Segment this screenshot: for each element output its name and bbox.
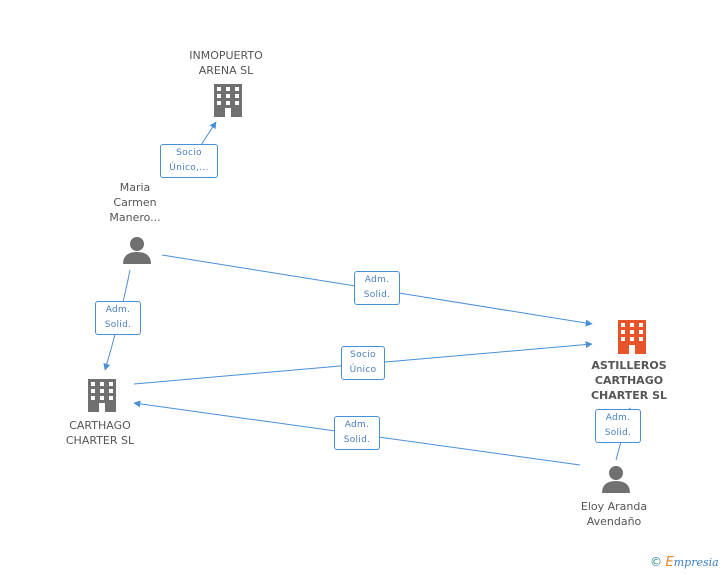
copyright-symbol: © [650, 555, 662, 569]
edge-label-maria-inmopuerto[interactable]: Socio Único,... [160, 144, 218, 178]
edge-label-maria-astilleros[interactable]: Adm. Solid. [354, 271, 400, 305]
person-icon [602, 466, 630, 493]
brand-logo-initial: E [665, 555, 674, 570]
person-icon [123, 237, 151, 264]
node-label-carthago[interactable]: CARTHAGO CHARTER SL [65, 419, 135, 447]
edge-label-eloy-carthago[interactable]: Adm. Solid. [334, 416, 380, 450]
building-icon [214, 84, 242, 117]
main-building-icon [618, 320, 646, 354]
building-icon [88, 379, 116, 412]
edge-label-maria-carthago[interactable]: Adm. Solid. [95, 301, 141, 335]
footer-brand: © Empresia [650, 555, 719, 570]
edge-label-eloy-astilleros[interactable]: Adm. Solid. [595, 409, 641, 443]
node-label-astilleros[interactable]: ASTILLEROS CARTHAGO CHARTER SL [590, 359, 668, 402]
node-label-maria[interactable]: Maria Carmen Manero... [109, 181, 161, 224]
brand-logo-text: mpresia [673, 556, 719, 569]
node-label-inmopuerto[interactable]: INMOPUERTO ARENA SL [189, 49, 263, 77]
edge-label-carthago-astilleros[interactable]: Socio Único [341, 346, 385, 380]
node-label-eloy[interactable]: Eloy Aranda Avendaño [580, 500, 648, 528]
